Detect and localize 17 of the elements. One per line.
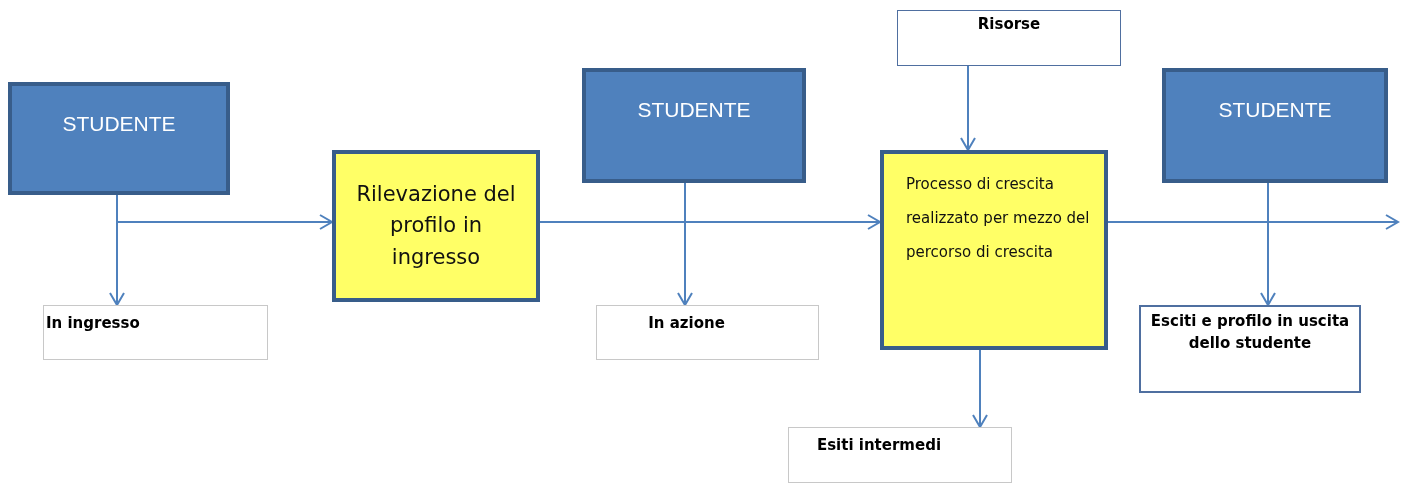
student-box: STUDENTE [1162, 68, 1388, 183]
output-box: Esiti intermedi [788, 427, 1012, 483]
arrow [1260, 182, 1276, 306]
output-box: In ingresso [43, 305, 268, 360]
arrow [677, 182, 693, 306]
arrow [116, 194, 333, 230]
process-box: Rilevazione del profilo in ingresso [332, 150, 540, 302]
student-box: STUDENTE [8, 82, 230, 195]
arrow [972, 349, 988, 428]
arrow [539, 214, 881, 230]
arrow [960, 65, 976, 151]
student-box: STUDENTE [582, 68, 806, 183]
output-box: Esciti e profilo in uscita dello studente [1139, 305, 1361, 393]
arrow [1107, 214, 1399, 230]
input-box: Risorse [897, 10, 1121, 66]
output-box: In azione [596, 305, 819, 360]
process-box: Processo di crescita realizzato per mezzo del percorso di crescita [880, 150, 1108, 350]
